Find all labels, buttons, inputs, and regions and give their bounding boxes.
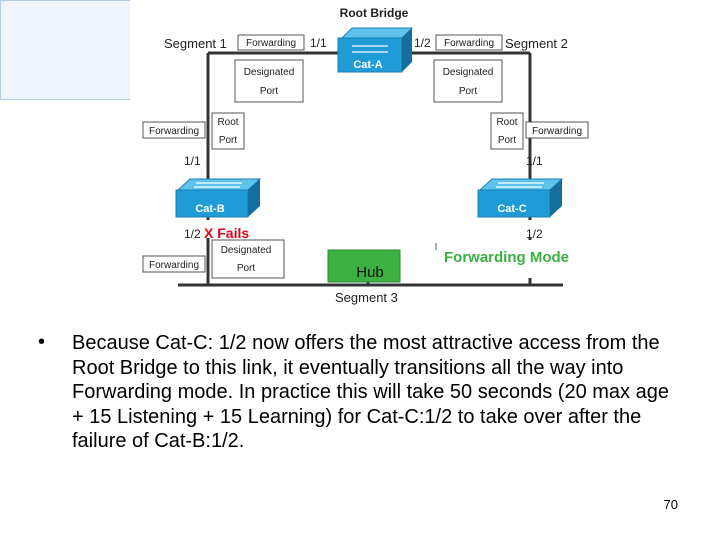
cat-c-label: Cat-C bbox=[497, 203, 526, 215]
cat-c-root-label: Root bbox=[496, 117, 517, 128]
bullet-marker: • bbox=[38, 331, 46, 353]
cat-a-port-1-2: 1/2 bbox=[414, 36, 431, 50]
cat-c-root-box bbox=[490, 112, 524, 150]
cat-b-root-label: Root bbox=[217, 117, 238, 128]
cat-c-forwarding-box bbox=[525, 121, 589, 139]
switch-cat-b: Cat-B bbox=[175, 178, 262, 218]
cat-a-left-designated-box bbox=[234, 59, 304, 103]
cat-a-right-forwarding-box bbox=[435, 34, 503, 51]
switch-arrows-icon bbox=[194, 182, 242, 188]
hub-box bbox=[327, 249, 401, 283]
cat-b-designated-label: Designated bbox=[221, 245, 272, 256]
root-bridge-title: Root Bridge bbox=[340, 6, 409, 20]
x-fails-label: X Fails bbox=[204, 225, 249, 241]
cat-c-port-1-1: 1/1 bbox=[526, 154, 543, 168]
hub-label: Hub bbox=[356, 264, 384, 281]
cat-b-forwarding-box bbox=[142, 121, 206, 139]
cat-a-right-designated-box bbox=[433, 59, 503, 103]
cat-b-root-port-label: Port bbox=[219, 135, 238, 146]
switch-arrows-icon bbox=[496, 182, 544, 188]
cat-a-port-1-1: 1/1 bbox=[310, 36, 327, 50]
cat-a-right-forwarding-label: Forwarding bbox=[444, 38, 494, 49]
cat-c-root-port-label: Port bbox=[498, 135, 517, 146]
forwarding-mode-label: Forwarding Mode bbox=[444, 249, 569, 266]
cat-b-forwarding-label: Forwarding bbox=[149, 126, 199, 137]
cat-b-root-box bbox=[211, 112, 245, 150]
cat-a-right-port-label: Port bbox=[459, 86, 478, 97]
cat-b-bottom-forwarding-label: Forwarding bbox=[149, 260, 199, 271]
cat-c-port-1-2: 1/2 bbox=[526, 227, 543, 241]
cat-a-left-forwarding-box bbox=[237, 34, 305, 51]
cat-a-left-designated-label: Designated bbox=[244, 67, 295, 78]
segment-2-label: Segment 2 bbox=[505, 36, 568, 51]
page-number: 70 bbox=[663, 497, 678, 512]
segment-3-label: Segment 3 bbox=[335, 290, 398, 305]
forwarding-mode-highlight bbox=[433, 240, 600, 278]
cat-b-bottom-forwarding-box bbox=[142, 255, 206, 273]
cat-c-forwarding-label: Forwarding bbox=[532, 126, 582, 137]
cat-a-right-designated-label: Designated bbox=[443, 67, 494, 78]
switch-arrows-icon bbox=[352, 45, 388, 53]
cat-b-designated-box bbox=[211, 239, 285, 279]
cat-a-left-forwarding-label: Forwarding bbox=[246, 38, 296, 49]
segment-1-label: Segment 1 bbox=[164, 36, 227, 51]
cat-a-label: Cat-A bbox=[353, 59, 382, 71]
network-diagram: Root Bridge Segment 1 Segment 2 Segment … bbox=[130, 0, 600, 310]
bullet-text: Because Cat-C: 1/2 now offers the most a… bbox=[72, 332, 669, 452]
cat-b-port-1-2: 1/2 bbox=[184, 227, 201, 241]
cat-b-label: Cat-B bbox=[195, 203, 224, 215]
cat-b-port-1-1: 1/1 bbox=[184, 154, 201, 168]
switch-cat-c: Cat-C bbox=[477, 178, 564, 218]
cat-b-designated-port-label: Port bbox=[237, 263, 256, 274]
cat-a-left-port-label: Port bbox=[260, 86, 279, 97]
switch-cat-a: Cat-A bbox=[337, 27, 414, 73]
